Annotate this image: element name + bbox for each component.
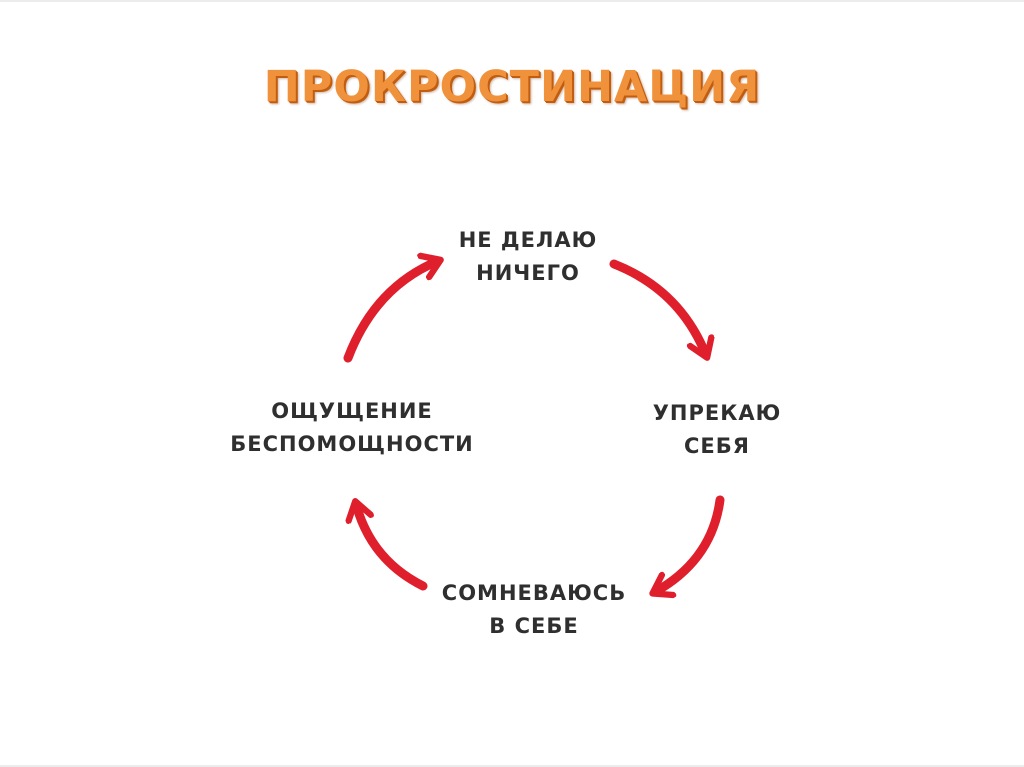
cycle-node-line: УПРЕКАЮ [652,401,782,425]
cycle-node-line: БЕСПОМОЩНОСТИ [230,432,474,456]
cycle-node-line: СОМНЕВАЮСЬ [441,581,627,605]
cycle-node-blame-self: УПРЕКАЮ СЕБЯ [653,397,782,463]
cycle-node-line: СЕБЯ [684,434,750,458]
slide-title: ПРОКРОСТИНАЦИЯ [263,62,761,112]
arrow-right-to-bottom [655,495,725,592]
cycle-node-line: ОЩУЩЕНИЕ [271,399,433,423]
cycle-node-self-doubt: СОМНЕВАЮСЬ В СЕБЕ [442,577,626,643]
slide-top-border [0,0,1024,2]
cycle-node-not-doing-anything: НЕ ДЕЛАЮ НИЧЕГО [459,224,598,290]
cycle-node-line: В СЕБЕ [489,614,579,638]
cycle-node-line: НЕ ДЕЛАЮ [458,228,598,252]
slide-bottom-border [0,765,1024,767]
arrow-bottom-to-left [356,504,428,591]
cycle-node-line: НИЧЕГО [476,261,580,285]
arrow-left-to-top [343,261,438,363]
cycle-node-helplessness: ОЩУЩЕНИЕ БЕСПОМОЩНОСТИ [230,395,474,461]
arrow-top-to-right [609,259,706,355]
